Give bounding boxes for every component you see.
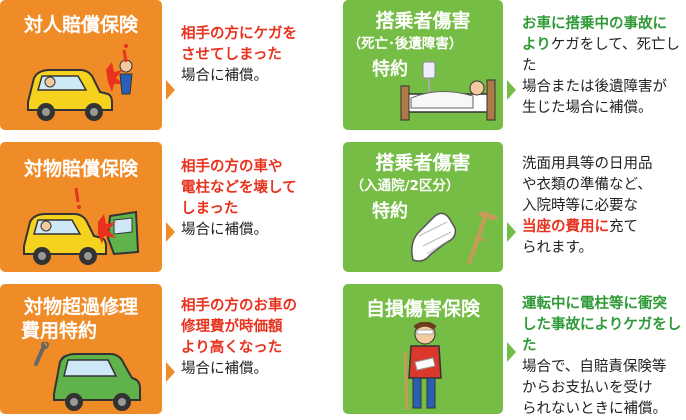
- text-line: 場合に補償。: [181, 68, 268, 84]
- text-line: られないときに補償。: [522, 401, 667, 417]
- card-description: 洗面用具等の日用品 や衣類の準備など、 入院時等に必要な 当座の費用に充て られ…: [522, 154, 686, 259]
- highlight-line: 相手の方の車や: [181, 159, 283, 175]
- text-line: られます。: [522, 240, 594, 256]
- card-subtitle: （死亡･後遺障害）: [347, 36, 463, 52]
- car-repair-icon: [34, 342, 141, 411]
- text-line: 場合に補償。: [181, 222, 268, 238]
- card-title-suffix: 特約: [372, 201, 408, 222]
- card-description: 相手の方のお車の 修理費が時価額 より高くなった 場合に補償。: [181, 296, 336, 380]
- arrow-right-icon: [166, 80, 175, 100]
- hospital-bed-icon: [400, 60, 496, 121]
- arrow-right-icon: [507, 342, 516, 362]
- highlight-inline: 当座の費用に: [522, 219, 609, 235]
- highlight-line: 相手の方のお車の: [181, 298, 297, 314]
- card-description: お車に搭乗中の事故に よりケガをして、死亡した 場合または後遺障害が 生じた場合…: [522, 14, 686, 119]
- highlight-line: させてしまった: [181, 47, 282, 63]
- text-line: 場合で、自賠責保険等: [522, 359, 667, 375]
- text-line: 場合に補償。: [181, 361, 268, 377]
- car-pedestrian-accident-icon: [27, 44, 133, 121]
- arrow-right-icon: [166, 362, 175, 382]
- card-title: 搭乗者傷害: [375, 152, 471, 174]
- card-title: 対物賠償保険: [23, 158, 138, 180]
- text-inline: ケガをして、死亡した: [522, 37, 681, 74]
- card-self-injury-insurance: 自損傷害保険: [343, 284, 503, 414]
- highlight-line: 相手の方にケガを: [181, 26, 297, 42]
- highlight-line: した事故によりケガをした: [522, 317, 682, 354]
- text-inline: 充て: [609, 219, 638, 235]
- card-description: 相手の方の車や 電柱などを壊して しまった 場合に補償。: [181, 157, 336, 241]
- card-passenger-injury-hospital: 搭乗者傷害 （入通院/2区分） 特約: [343, 142, 503, 272]
- card-title: 自損傷害保険: [365, 298, 480, 320]
- text-line: からお支払いを受け: [522, 380, 653, 396]
- card-bodily-injury-liability: 対人賠償保険: [0, 0, 162, 130]
- text-line: 生じた場合に補償。: [522, 100, 653, 116]
- arrow-right-icon: [507, 222, 516, 242]
- highlight-inline: より: [522, 37, 551, 53]
- injured-person-icon: [403, 322, 442, 411]
- car-collision-icon: [23, 187, 140, 265]
- text-line: 入院時等に必要な: [522, 198, 638, 214]
- text-line: 洗面用具等の日用品: [522, 156, 653, 172]
- highlight-line: お車に搭乗中の事故に: [522, 16, 667, 32]
- arrow-right-icon: [507, 80, 516, 100]
- highlight-line: 運転中に電柱等に衝突: [522, 296, 667, 312]
- text-line: 場合または後遺障害が: [522, 79, 667, 95]
- arrow-right-icon: [166, 222, 175, 242]
- card-title-line: 対物超過修理: [23, 296, 138, 318]
- card-title-suffix: 特約: [372, 59, 408, 80]
- card-title: 対人賠償保険: [23, 14, 138, 36]
- card-description: 相手の方にケガを させてしまった 場合に補償。: [181, 24, 331, 87]
- card-subtitle: （入通院/2区分）: [350, 178, 460, 194]
- card-property-damage-liability: 対物賠償保険: [0, 142, 162, 272]
- text-line: や衣類の準備など、: [522, 177, 652, 193]
- highlight-line: 修理費が時価額: [181, 319, 283, 335]
- card-description: 運転中に電柱等に衝突 した事故によりケガをした 場合で、自賠責保険等 からお支払…: [522, 294, 686, 420]
- card-excess-repair-cost-rider: 対物超過修理 費用特約: [0, 284, 162, 414]
- card-title-line: 費用特約: [20, 320, 97, 342]
- highlight-line: より高くなった: [181, 340, 283, 356]
- highlight-line: しまった: [181, 201, 239, 217]
- cast-crutch-icon: [411, 211, 498, 265]
- card-passenger-injury-death: 搭乗者傷害 （死亡･後遺障害） 特約: [343, 0, 503, 130]
- highlight-line: 電柱などを壊して: [181, 180, 297, 196]
- card-title: 搭乗者傷害: [375, 10, 471, 32]
